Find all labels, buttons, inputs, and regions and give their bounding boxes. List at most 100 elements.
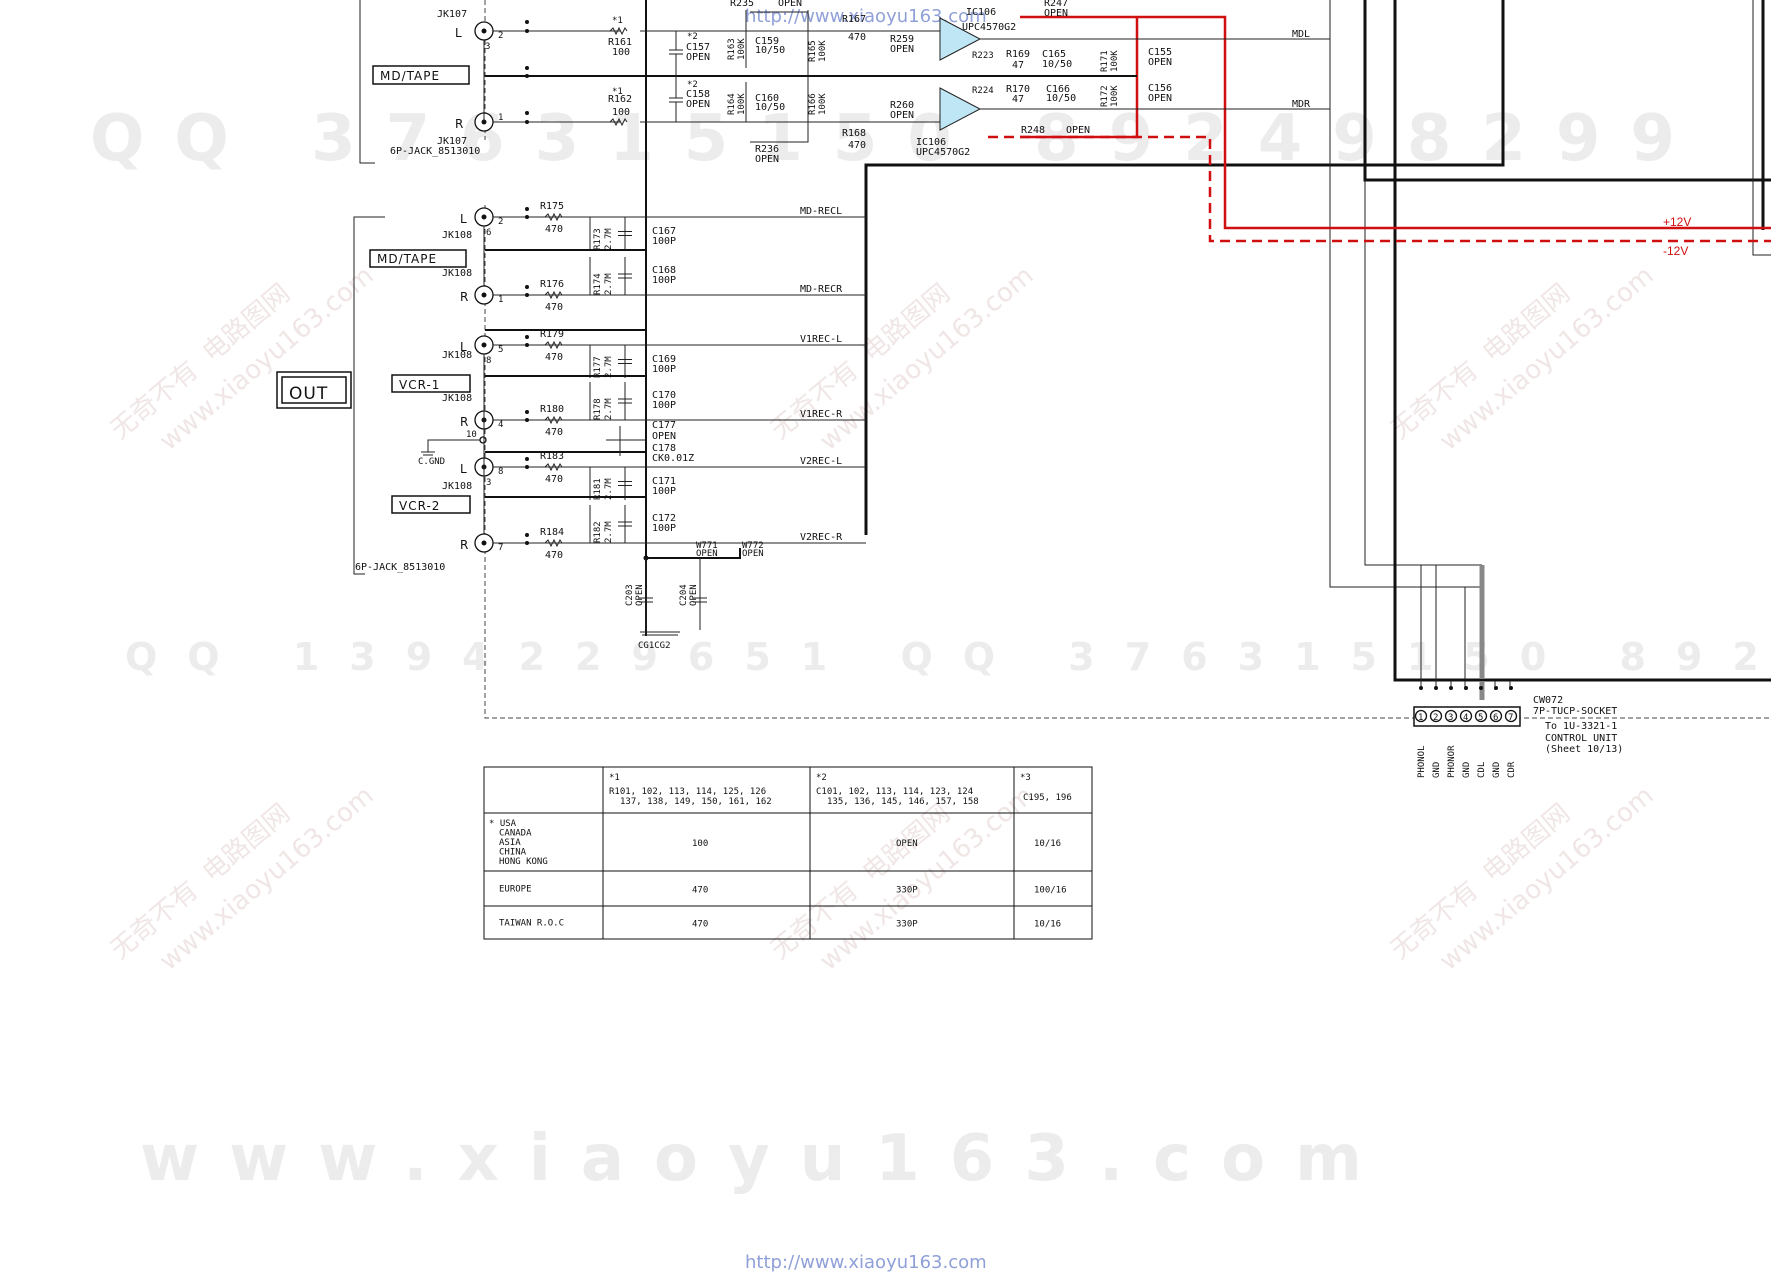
jack-type: 6P-JACK_8513010 xyxy=(355,562,445,573)
shunt-capacitor-ref: C167 xyxy=(652,226,676,237)
jk107-ref: JK107 xyxy=(437,136,467,147)
series-resistor xyxy=(544,415,563,425)
ic106-part: UPC4570G2 xyxy=(962,22,1016,33)
pin-signal: GND xyxy=(1432,762,1442,778)
junction xyxy=(525,293,529,297)
shunt-resistor-label: R178 xyxy=(593,398,603,420)
series-resistor-value: 470 xyxy=(545,224,563,235)
r164-ref: R164 xyxy=(727,93,737,115)
connector-dest-1: To 1U-3321-1 xyxy=(1545,721,1617,732)
supply-lines: +12V -12V xyxy=(988,15,1771,258)
series-resistor-ref: R176 xyxy=(540,279,564,290)
table-cell: 330P xyxy=(896,920,918,930)
jack-lr-label: L xyxy=(460,340,468,354)
pin-number: 7 xyxy=(1508,713,1513,723)
net-mdr: MDR xyxy=(1292,99,1311,110)
junction xyxy=(525,207,529,211)
shunt-resistor-label: R182 xyxy=(593,521,603,543)
table-h2-mark: *2 xyxy=(816,773,827,783)
table-cell: 10/16 xyxy=(1034,920,1061,930)
jk108-ref: JK108 xyxy=(442,350,472,361)
table-h1-line2: 137, 138, 149, 150, 161, 162 xyxy=(620,797,772,807)
shunt-capacitor xyxy=(618,398,632,404)
jack-pin xyxy=(481,342,487,348)
junction xyxy=(525,541,529,545)
jack-r-label: R xyxy=(455,117,464,131)
junction xyxy=(525,343,529,347)
mark: *1 xyxy=(612,87,623,97)
junction xyxy=(525,215,529,219)
pin-label: 8 xyxy=(486,356,491,366)
r171-ref: R171 xyxy=(1100,50,1110,72)
shunt-resistor-value: 2.7M xyxy=(604,356,614,378)
shunt-resistor-label: 2.7M xyxy=(604,228,614,250)
c155-value: OPEN xyxy=(1148,57,1172,68)
jack-pin xyxy=(481,292,487,298)
jack-lr-label: R xyxy=(460,290,469,304)
table-cell: 100 xyxy=(692,839,708,849)
pin-signal-label: CDL xyxy=(1477,762,1487,778)
shunt-resistor-value: 2.7M xyxy=(604,398,614,420)
pin-label: 2 xyxy=(498,31,503,41)
r260-value: OPEN xyxy=(890,110,914,121)
shunt-resistor-value: 2.7M xyxy=(604,273,614,295)
w772-value: OPEN xyxy=(742,549,764,559)
output-jack-frame xyxy=(353,216,385,575)
table-region: HONG KONG xyxy=(499,857,548,867)
junction xyxy=(525,465,529,469)
jk108-ref: JK108 xyxy=(442,393,472,404)
output-block: OUT MD/TAPE VCR-1 VCR-2 6P-JACK_8513010 … xyxy=(276,249,487,573)
shunt-capacitor xyxy=(618,273,632,279)
shunt-parts xyxy=(589,505,626,543)
pin-number: 1 xyxy=(1418,713,1423,723)
junction xyxy=(1464,686,1468,690)
cgnd-label: C.GND xyxy=(418,457,445,467)
r165-ref: R165 xyxy=(808,40,818,62)
r163-ref: R163 xyxy=(727,38,737,60)
r167-value: 470 xyxy=(848,32,866,43)
pin-label: 7 xyxy=(498,543,503,553)
junction xyxy=(525,410,529,414)
shunt-capacitor-value: 100P xyxy=(652,236,676,247)
table-h1-mark: *1 xyxy=(609,773,620,783)
junction xyxy=(1479,686,1483,690)
series-resistor-ref: R175 xyxy=(540,201,564,212)
shunt-capacitor xyxy=(618,359,632,364)
series-resistor-ref: R184 xyxy=(540,527,564,538)
net-label: V2REC-L xyxy=(800,456,842,467)
jk107-ref: JK107 xyxy=(437,9,467,20)
r248-ref: R248 xyxy=(1021,125,1045,136)
table-cell: 470 xyxy=(692,886,708,896)
shunt-resistor-label: 2.7M xyxy=(604,273,614,295)
vcr2-label: VCR-2 xyxy=(399,499,440,513)
shunt-resistor-label: 2.7M xyxy=(604,356,614,378)
series-resistor-ref: R180 xyxy=(540,404,564,415)
watermark-cn-group-6: 无奇不有 电路图网 www.xiaoyu163.com xyxy=(1385,781,1659,977)
c177-value: OPEN xyxy=(652,431,676,442)
r235-ref: R235 xyxy=(730,0,754,9)
shunt-resistor-label: R173 xyxy=(593,228,603,250)
pin-signal: CDR xyxy=(1507,761,1517,778)
pin-signal: GND xyxy=(1462,762,1472,778)
jack-type: 6P-JACK_8513010 xyxy=(390,146,480,157)
jk108-ref: JK108 xyxy=(442,230,472,241)
vcr1-label: VCR-1 xyxy=(399,378,440,392)
shunt-resistor-label: 2.7M xyxy=(604,398,614,420)
shunt-capacitor-ref: C170 xyxy=(652,390,676,401)
watermark-cn-group-3: 无奇不有 电路图网 www.xiaoyu163.com xyxy=(1385,261,1659,457)
md-tape-label: MD/TAPE xyxy=(380,69,440,83)
ic106-opamp-b xyxy=(939,87,982,131)
junction xyxy=(525,335,529,339)
shunt-capacitor-value: 100P xyxy=(652,275,676,286)
pin-number: 4 xyxy=(1463,713,1468,723)
table-cell: 330P xyxy=(896,886,918,896)
table-h3-mark: *3 xyxy=(1020,773,1031,783)
c165-ref: C165 xyxy=(1042,49,1066,60)
